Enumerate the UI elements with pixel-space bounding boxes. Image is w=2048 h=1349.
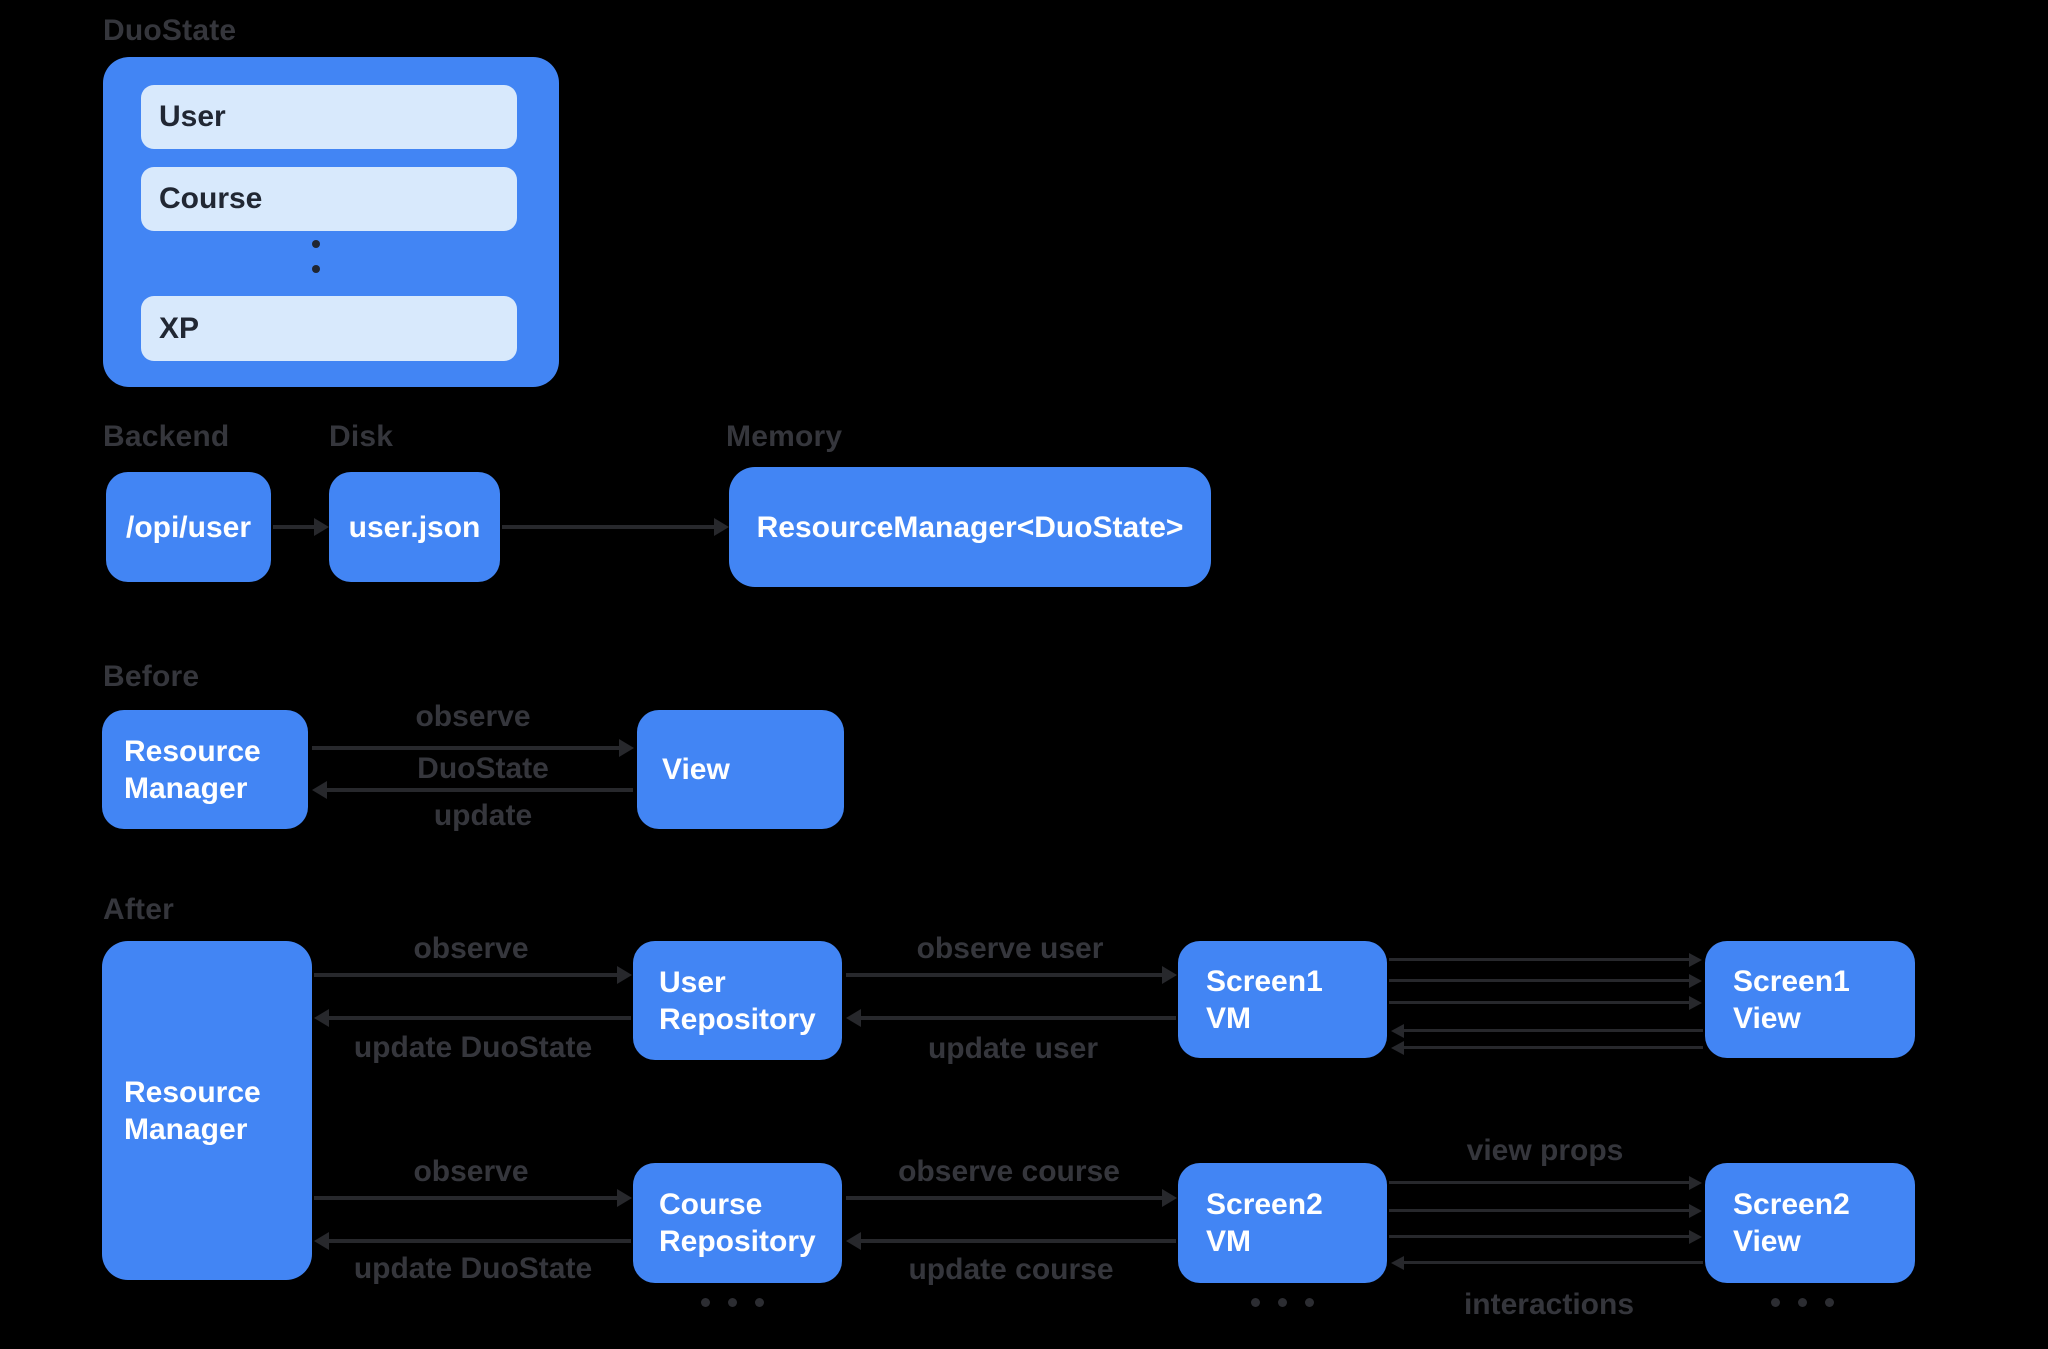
ellipsis-dots-screen2-view <box>1798 1298 1807 1307</box>
observe-course-label: observe course <box>898 1155 1120 1188</box>
before-update-label: update <box>433 799 533 832</box>
screen1-view-line2: View <box>1733 1001 1801 1035</box>
resource-manager-line2: Manager <box>124 1112 248 1146</box>
before-view-box: View <box>637 710 844 829</box>
after-update-duostate-user-label: update DuoState <box>353 1031 593 1064</box>
ellipsis-vertical-dot <box>312 240 320 248</box>
disk-label: Disk <box>329 420 394 453</box>
backend-endpoint-box: /opi/user <box>106 472 271 582</box>
arrow-screen2-vm-to-view-3 <box>1389 1235 1689 1238</box>
arrow-rm-to-user-repository <box>314 973 617 977</box>
screen1-vm-box: Screen1 VM <box>1178 941 1387 1058</box>
screen1-view-box: Screen1 View <box>1705 941 1915 1058</box>
screen2-view-line1: Screen2 <box>1733 1188 1850 1221</box>
after-label: After <box>103 893 175 926</box>
arrow-screen1-view-to-vm-2 <box>1404 1046 1703 1049</box>
arrow-rm-to-course-repository <box>314 1196 617 1200</box>
backend-label: Backend <box>103 420 230 453</box>
course-repository-line2: Repository <box>659 1225 816 1258</box>
after-observe-user-row-label: observe <box>413 932 529 965</box>
screen1-view-line1: Screen1 <box>1733 964 1850 998</box>
course-repository-box: Course Repository <box>633 1163 842 1283</box>
ellipsis-dots-screen2-vm <box>1305 1298 1314 1307</box>
arrow-screen2-vm-to-view-1 <box>1389 1181 1689 1184</box>
interactions-label: interactions <box>1463 1288 1635 1321</box>
arrow-user-repository-to-rm <box>329 1016 631 1020</box>
user-repository-line1: User <box>659 965 726 999</box>
view-label: View <box>662 753 730 786</box>
update-user-label: update user <box>927 1032 1099 1065</box>
arrow-screen1-vm-to-view-1 <box>1389 958 1689 961</box>
course-repository-line1: Course <box>659 1188 763 1221</box>
arrow-screen1-vm-to-view-3 <box>1389 1001 1689 1004</box>
arrow-before-update <box>327 788 633 792</box>
view-props-label: view props <box>1466 1134 1624 1167</box>
ellipsis-dots-course-repository <box>701 1298 710 1307</box>
arrow-screen2-vm-to-course-repository <box>861 1239 1176 1243</box>
arrow-screen2-vm-to-view-2 <box>1389 1209 1689 1212</box>
before-resource-manager-box: Resource Manager <box>102 710 308 829</box>
duostate-row-course: Course <box>141 167 517 231</box>
ellipsis-dots-course-repository <box>728 1298 737 1307</box>
resource-manager-line1: Resource <box>124 734 261 768</box>
screen1-vm-line2: VM <box>1206 1001 1251 1035</box>
ellipsis-dots-course-repository <box>755 1298 764 1307</box>
ellipsis-dots-screen2-view <box>1825 1298 1834 1307</box>
screen2-vm-box: Screen2 VM <box>1178 1163 1387 1283</box>
ellipsis-dots-screen2-vm <box>1251 1298 1260 1307</box>
after-update-duostate-course-label: update DuoState <box>353 1252 593 1285</box>
user-repository-line2: Repository <box>659 1002 816 1036</box>
before-observe-label: observe <box>415 700 531 733</box>
memory-label: Memory <box>726 420 843 453</box>
duostate-row-xp: XP <box>141 296 517 361</box>
arrow-before-observe <box>312 746 619 750</box>
arrow-screen1-view-to-vm-1 <box>1404 1029 1703 1032</box>
arrow-screen1-vm-to-view-2 <box>1389 979 1689 982</box>
arrow-screen2-view-to-vm-interactions <box>1404 1261 1703 1264</box>
screen2-view-line2: View <box>1733 1225 1801 1258</box>
arrow-screen1-vm-to-user-repository <box>861 1016 1176 1020</box>
disk-file-box: user.json <box>329 472 500 582</box>
update-course-label: update course <box>908 1253 1114 1286</box>
arrow-disk-to-memory <box>502 525 714 529</box>
arrow-backend-to-disk <box>273 525 314 529</box>
arrow-course-repository-to-screen2-vm <box>846 1196 1162 1200</box>
user-repository-box: User Repository <box>633 941 842 1060</box>
duostate-label: DuoState <box>103 14 237 47</box>
duostate-row-user: User <box>141 85 517 149</box>
resource-manager-line1: Resource <box>124 1075 261 1109</box>
memory-resourcemanager-box: ResourceManager<DuoState> <box>729 467 1211 587</box>
screen2-vm-line1: Screen2 <box>1206 1188 1323 1221</box>
resource-manager-line2: Manager <box>124 771 248 805</box>
after-observe-course-row-label: observe <box>413 1155 529 1188</box>
after-resource-manager-box: Resource Manager <box>102 941 312 1280</box>
observe-user-label: observe user <box>916 932 1104 965</box>
arrow-course-repository-to-rm <box>329 1239 631 1243</box>
before-duostate-label: DuoState <box>417 752 549 785</box>
arrow-user-repository-to-screen1-vm <box>846 973 1162 977</box>
screen1-vm-line1: Screen1 <box>1206 964 1323 998</box>
screen2-vm-line2: VM <box>1206 1225 1251 1258</box>
ellipsis-vertical-dot <box>312 265 320 273</box>
screen2-view-box: Screen2 View <box>1705 1163 1915 1283</box>
ellipsis-dots-screen2-view <box>1771 1298 1780 1307</box>
ellipsis-dots-screen2-vm <box>1278 1298 1287 1307</box>
before-label: Before <box>103 660 200 693</box>
